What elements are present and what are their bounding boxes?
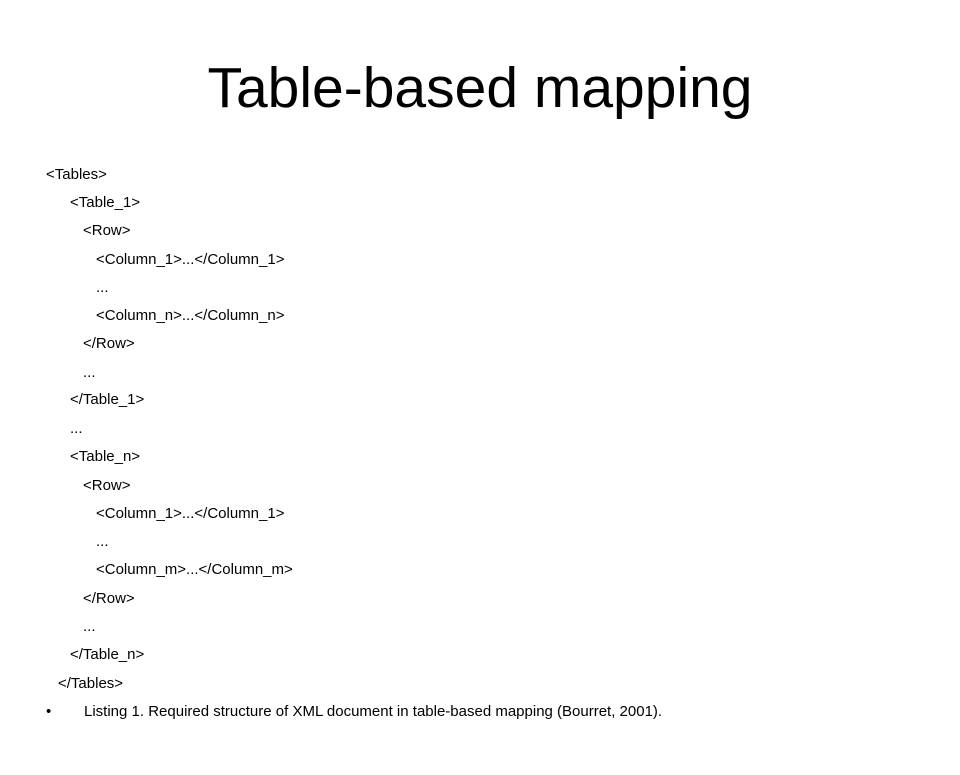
listing-line-ellipsis-4: ... <box>96 533 109 550</box>
presentation-slide: Table-based mapping <Tables> <Table_1> <… <box>46 56 753 720</box>
listing-line-column-m: <Column_m>...</Column_m> <box>96 561 293 578</box>
listing-line-column-n: <Column_n>...</Column_n> <box>96 307 285 324</box>
listing-line-table-1-close: </Table_1> <box>70 391 145 408</box>
listing-line-ellipsis-3: ... <box>70 420 83 437</box>
listing-line-row-close-2: </Row> <box>83 590 135 607</box>
listing-line-row-close-1: </Row> <box>83 335 135 352</box>
bullet-icon: • <box>46 703 52 720</box>
listing-line-table-n-open: <Table_n> <box>70 448 141 465</box>
listing-line-column-1-b: <Column_1>...</Column_1> <box>96 505 285 522</box>
listing-line-row-open-2: <Row> <box>83 477 131 494</box>
listing-line-ellipsis-2: ... <box>83 364 96 381</box>
slide-title: Table-based mapping <box>207 56 753 120</box>
caption-text: Listing 1. Required structure of XML doc… <box>84 703 663 720</box>
listing-line-tables-close: </Tables> <box>58 675 124 692</box>
listing-line-table-1-open: <Table_1> <box>70 194 141 211</box>
listing-caption: • Listing 1. Required structure of XML d… <box>46 703 662 775</box>
listing-line-ellipsis-5: ... <box>83 618 96 635</box>
listing-line-column-1-a: <Column_1>...</Column_1> <box>96 251 285 268</box>
listing-line-row-open-1: <Row> <box>83 222 131 239</box>
listing-line-table-n-close: </Table_n> <box>70 646 145 663</box>
listing-line-ellipsis-1: ... <box>96 279 109 296</box>
listing-line-tables-open: <Tables> <box>46 166 107 183</box>
